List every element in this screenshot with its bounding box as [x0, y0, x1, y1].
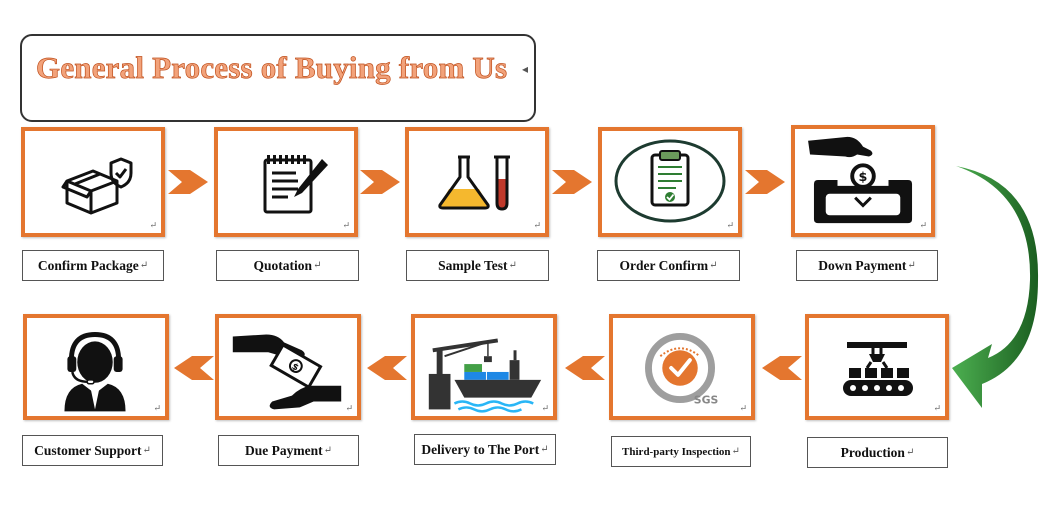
title-marker: ◂: [521, 62, 528, 76]
step-icon-box-customer-support: ↵: [23, 314, 169, 420]
step-label-order-confirm: Order Confirm↵: [597, 250, 740, 281]
step-label-third-party-inspection: Third-party Inspection↵: [611, 436, 751, 467]
step-icon-box-third-party-inspection: SGS ↵: [609, 314, 755, 420]
arrow-left-icon: [174, 356, 214, 380]
step-label-down-payment: Down Payment↵: [796, 250, 938, 281]
notepad-pen-icon: [263, 155, 328, 214]
svg-text:$: $: [859, 170, 868, 185]
step-icon-box-quotation: ↵: [214, 127, 358, 237]
arrow-right-icon: [552, 170, 592, 194]
step-icon-box-down-payment: $ ↵: [791, 125, 935, 237]
arrow-right-icon: [168, 170, 208, 194]
headset-agent-icon: [64, 332, 126, 412]
step-icon-box-confirm-package: ↵: [21, 127, 165, 237]
step-icon-box-production: ↵: [805, 314, 949, 420]
step-label-production: Production↵: [807, 437, 948, 468]
hand-coin-wallet-icon: $: [808, 136, 913, 224]
arrow-left-icon: [367, 356, 407, 380]
hands-money-icon: $: [232, 334, 342, 410]
arrow-right-icon: [745, 170, 785, 194]
arrow-left-icon: [762, 356, 802, 380]
arrow-right-icon: [360, 170, 400, 194]
step-label-customer-support: Customer Support↵: [22, 435, 163, 466]
title-box: General Process of Buying from Us ◂: [20, 34, 536, 122]
sgs-stamp-text: SGS: [694, 393, 719, 406]
step-icon-box-due-payment: $ ↵: [215, 314, 361, 420]
cargo-ship-crane-icon: [428, 338, 542, 413]
page-title: General Process of Buying from Us: [36, 50, 508, 86]
step-icon-box-order-confirm: ↵: [598, 127, 742, 237]
sgs-stamp-icon: SGS: [645, 333, 719, 406]
package-shield-icon: [61, 157, 133, 215]
clipboard-check-icon: [614, 139, 726, 223]
svg-text:$: $: [290, 362, 300, 374]
lab-flask-tube-icon: [438, 155, 510, 211]
step-icon-box-delivery-port: ↵: [411, 314, 557, 420]
step-label-sample-test: Sample Test↵: [406, 250, 549, 281]
curved-down-arrow-icon: [952, 166, 1039, 408]
step-label-quotation: Quotation↵: [216, 250, 359, 281]
step-label-delivery-port: Delivery to The Port↵: [414, 434, 556, 465]
conveyor-robot-icon: [843, 342, 913, 396]
step-icon-box-sample-test: ↵: [405, 127, 549, 237]
step-label-due-payment: Due Payment↵: [218, 435, 359, 466]
arrow-left-icon: [565, 356, 605, 380]
step-label-confirm-package: Confirm Package↵: [22, 250, 164, 281]
